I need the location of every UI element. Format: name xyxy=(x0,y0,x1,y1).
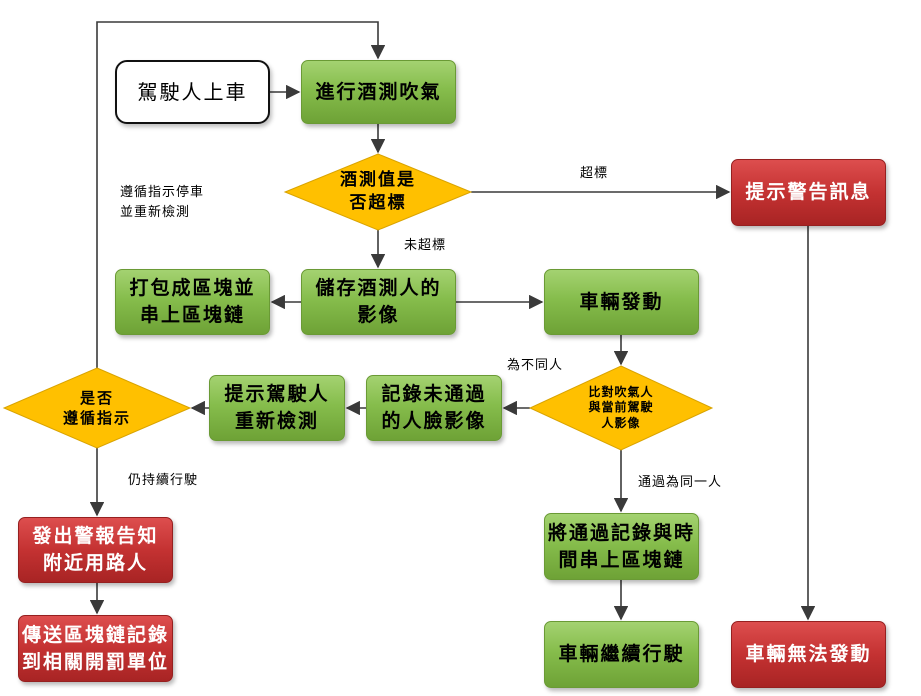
edge-label-over-limit: 超標 xyxy=(580,166,609,181)
decision-follow-instruction: 是否 遵循指示 xyxy=(2,367,192,449)
diamond-shape xyxy=(528,365,714,451)
edge-label-keep-driving: 仍持續行駛 xyxy=(128,473,199,488)
node-cannot-start: 車輛無法發動 xyxy=(731,621,886,688)
decision-compare-faces: 比對吹氣人 與當前駕駛 人影像 xyxy=(528,365,714,451)
edge-label-same-person: 通過為同一人 xyxy=(638,475,723,490)
decision-over-limit: 酒測值是 否超標 xyxy=(283,153,473,231)
node-driver-boards: 駕駛人上車 xyxy=(115,60,270,124)
node-store-image: 儲存酒測人的 影像 xyxy=(301,269,456,335)
node-alert-nearby: 發出警報告知 附近用路人 xyxy=(18,517,173,583)
node-breath-test: 進行酒測吹氣 xyxy=(301,60,456,124)
node-continue-driving: 車輛繼續行駛 xyxy=(544,621,699,688)
node-record-pass: 將通過記錄與時 間串上區塊鏈 xyxy=(544,513,699,580)
node-record-failed-face: 記錄未通過 的人臉影像 xyxy=(366,375,502,441)
diamond-shape xyxy=(2,367,192,449)
node-vehicle-start: 車輛發動 xyxy=(544,269,699,335)
diamond-shape xyxy=(283,153,473,231)
node-prompt-retest: 提示駕駛人 重新檢測 xyxy=(209,375,345,441)
edge-label-stop-and-retest: 遵循指示停車 並重新檢測 xyxy=(120,185,205,221)
node-warning-message: 提示警告訊息 xyxy=(731,159,886,226)
decision-compare-faces-text: 比對吹氣人 與當前駕駛 人影像 xyxy=(588,384,654,430)
edge-follow-loop-back xyxy=(96,21,386,368)
edge-label-not-over-limit: 未超標 xyxy=(404,238,447,253)
node-send-record: 傳送區塊鏈記錄 到相關開罰單位 xyxy=(18,615,173,682)
decision-follow-instruction-text: 是否 遵循指示 xyxy=(62,388,131,427)
edge-label-not-same-person: 為不同人 xyxy=(507,358,564,373)
node-pack-block: 打包成區塊並 串上區塊鏈 xyxy=(115,269,270,335)
decision-over-limit-text: 酒測值是 否超標 xyxy=(340,170,416,213)
